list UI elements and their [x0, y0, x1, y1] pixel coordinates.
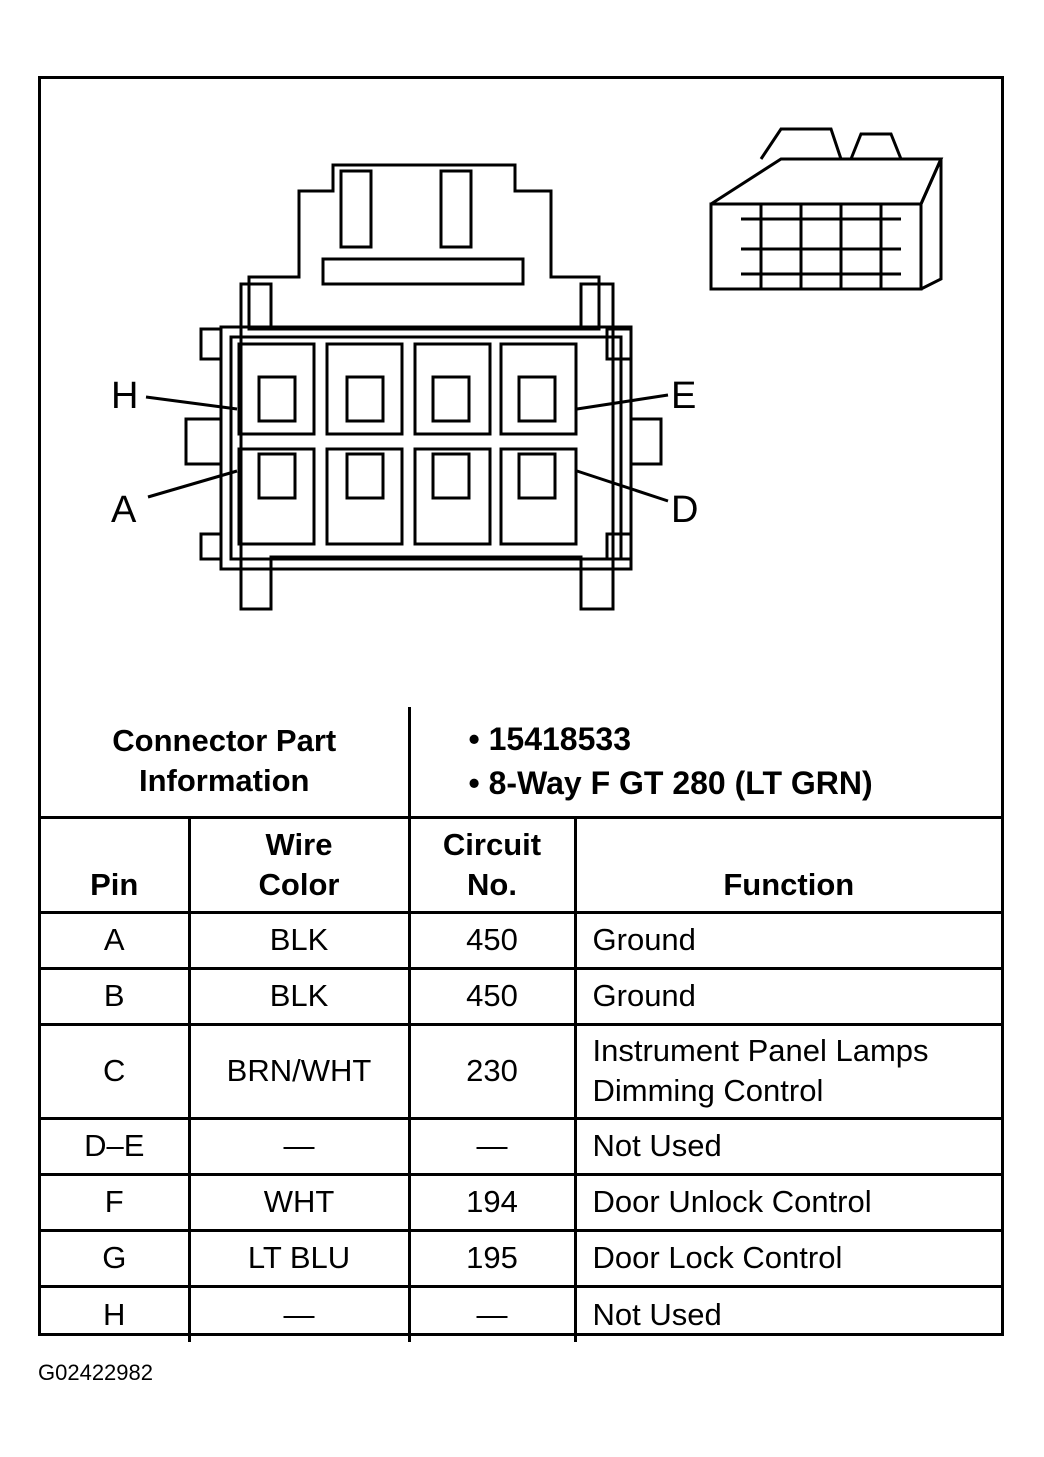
- connector-info-values: 15418533 8-Way F GT 280 (LT GRN): [407, 707, 1002, 819]
- connector-diagram: H E A D: [41, 79, 1001, 707]
- pin-label-a: A: [111, 489, 137, 531]
- table-row: C BRN/WHT 230 Instrument Panel Lamps Dim…: [41, 1022, 1002, 1120]
- cell-wire-color: —: [187, 1116, 411, 1176]
- cell-circuit: 194: [407, 1172, 577, 1232]
- pin-label-h: H: [111, 375, 139, 417]
- header-wire-line2: Color: [258, 866, 340, 902]
- header-wire-line1: Wire: [265, 826, 333, 862]
- cell-function: Door Lock Control: [573, 1228, 1002, 1288]
- cell-function: Not Used: [573, 1116, 1002, 1176]
- cell-pin: A: [41, 910, 191, 970]
- header-circuit-no: Circuit No.: [407, 815, 577, 914]
- cell-function-line2: Dimming Control: [592, 1073, 824, 1108]
- header-function: Function: [573, 815, 1002, 914]
- header-circuit-line1: Circuit: [442, 826, 542, 862]
- cell-circuit: 450: [407, 910, 577, 970]
- header-wire-color: Wire Color: [187, 815, 411, 914]
- cell-pin: C: [41, 1022, 191, 1120]
- pin-label-d: D: [671, 489, 699, 531]
- cell-function: Ground: [573, 966, 1002, 1026]
- cell-function: Door Unlock Control: [573, 1172, 1002, 1232]
- cell-function: Instrument Panel Lamps Dimming Control: [573, 1022, 1002, 1120]
- table-row: F WHT 194 Door Unlock Control: [41, 1172, 1002, 1232]
- header-circuit-line2: No.: [467, 866, 517, 902]
- cell-pin: H: [41, 1284, 191, 1342]
- pin-label-e: E: [671, 375, 697, 417]
- cell-circuit: —: [407, 1116, 577, 1176]
- cell-circuit: 230: [407, 1022, 577, 1120]
- table-row: B BLK 450 Ground: [41, 966, 1002, 1026]
- table-row: G LT BLU 195 Door Lock Control: [41, 1228, 1002, 1288]
- header-pin: Pin: [41, 815, 191, 914]
- cell-wire-color: WHT: [187, 1172, 411, 1232]
- cell-circuit: —: [407, 1284, 577, 1342]
- cell-pin: D–E: [41, 1116, 191, 1176]
- table-row: H — — Not Used: [41, 1284, 1002, 1342]
- connector-face-drawing: [145, 127, 944, 611]
- cell-function: Not Used: [573, 1284, 1002, 1342]
- cell-wire-color: BRN/WHT: [187, 1022, 411, 1120]
- cell-function: Ground: [573, 910, 1002, 970]
- connector-info-row: Connector Part Information 15418533 8-Wa…: [41, 707, 1002, 819]
- connector-info-header: Connector Part Information: [41, 707, 411, 819]
- cell-wire-color: BLK: [187, 910, 411, 970]
- figure-id: G02422982: [38, 1360, 153, 1385]
- cell-wire-color: BLK: [187, 966, 411, 1026]
- connector-description: 8-Way F GT 280 (LT GRN): [469, 761, 1002, 805]
- connector-info-header-line2: Information: [139, 763, 310, 799]
- table-row: A BLK 450 Ground: [41, 910, 1002, 970]
- cell-wire-color: —: [187, 1284, 411, 1342]
- connector-part-number: 15418533: [469, 717, 1002, 761]
- cell-circuit: 195: [407, 1228, 577, 1288]
- table-header-row: Pin Wire Color Circuit No. Function: [41, 815, 1002, 914]
- table-row: D–E — — Not Used: [41, 1116, 1002, 1176]
- cell-pin: G: [41, 1228, 191, 1288]
- connector-info-header-line1: Connector Part: [112, 723, 337, 759]
- cell-function-line1: Instrument Panel Lamps: [592, 1033, 929, 1068]
- connector-frame: H E A D Connector Part Information 15418…: [38, 76, 1004, 1342]
- cell-pin: F: [41, 1172, 191, 1232]
- pinout-table: Connector Part Information 15418533 8-Wa…: [41, 707, 1002, 1342]
- cell-circuit: 450: [407, 966, 577, 1026]
- cell-pin: B: [41, 966, 191, 1026]
- cell-wire-color: LT BLU: [187, 1228, 411, 1288]
